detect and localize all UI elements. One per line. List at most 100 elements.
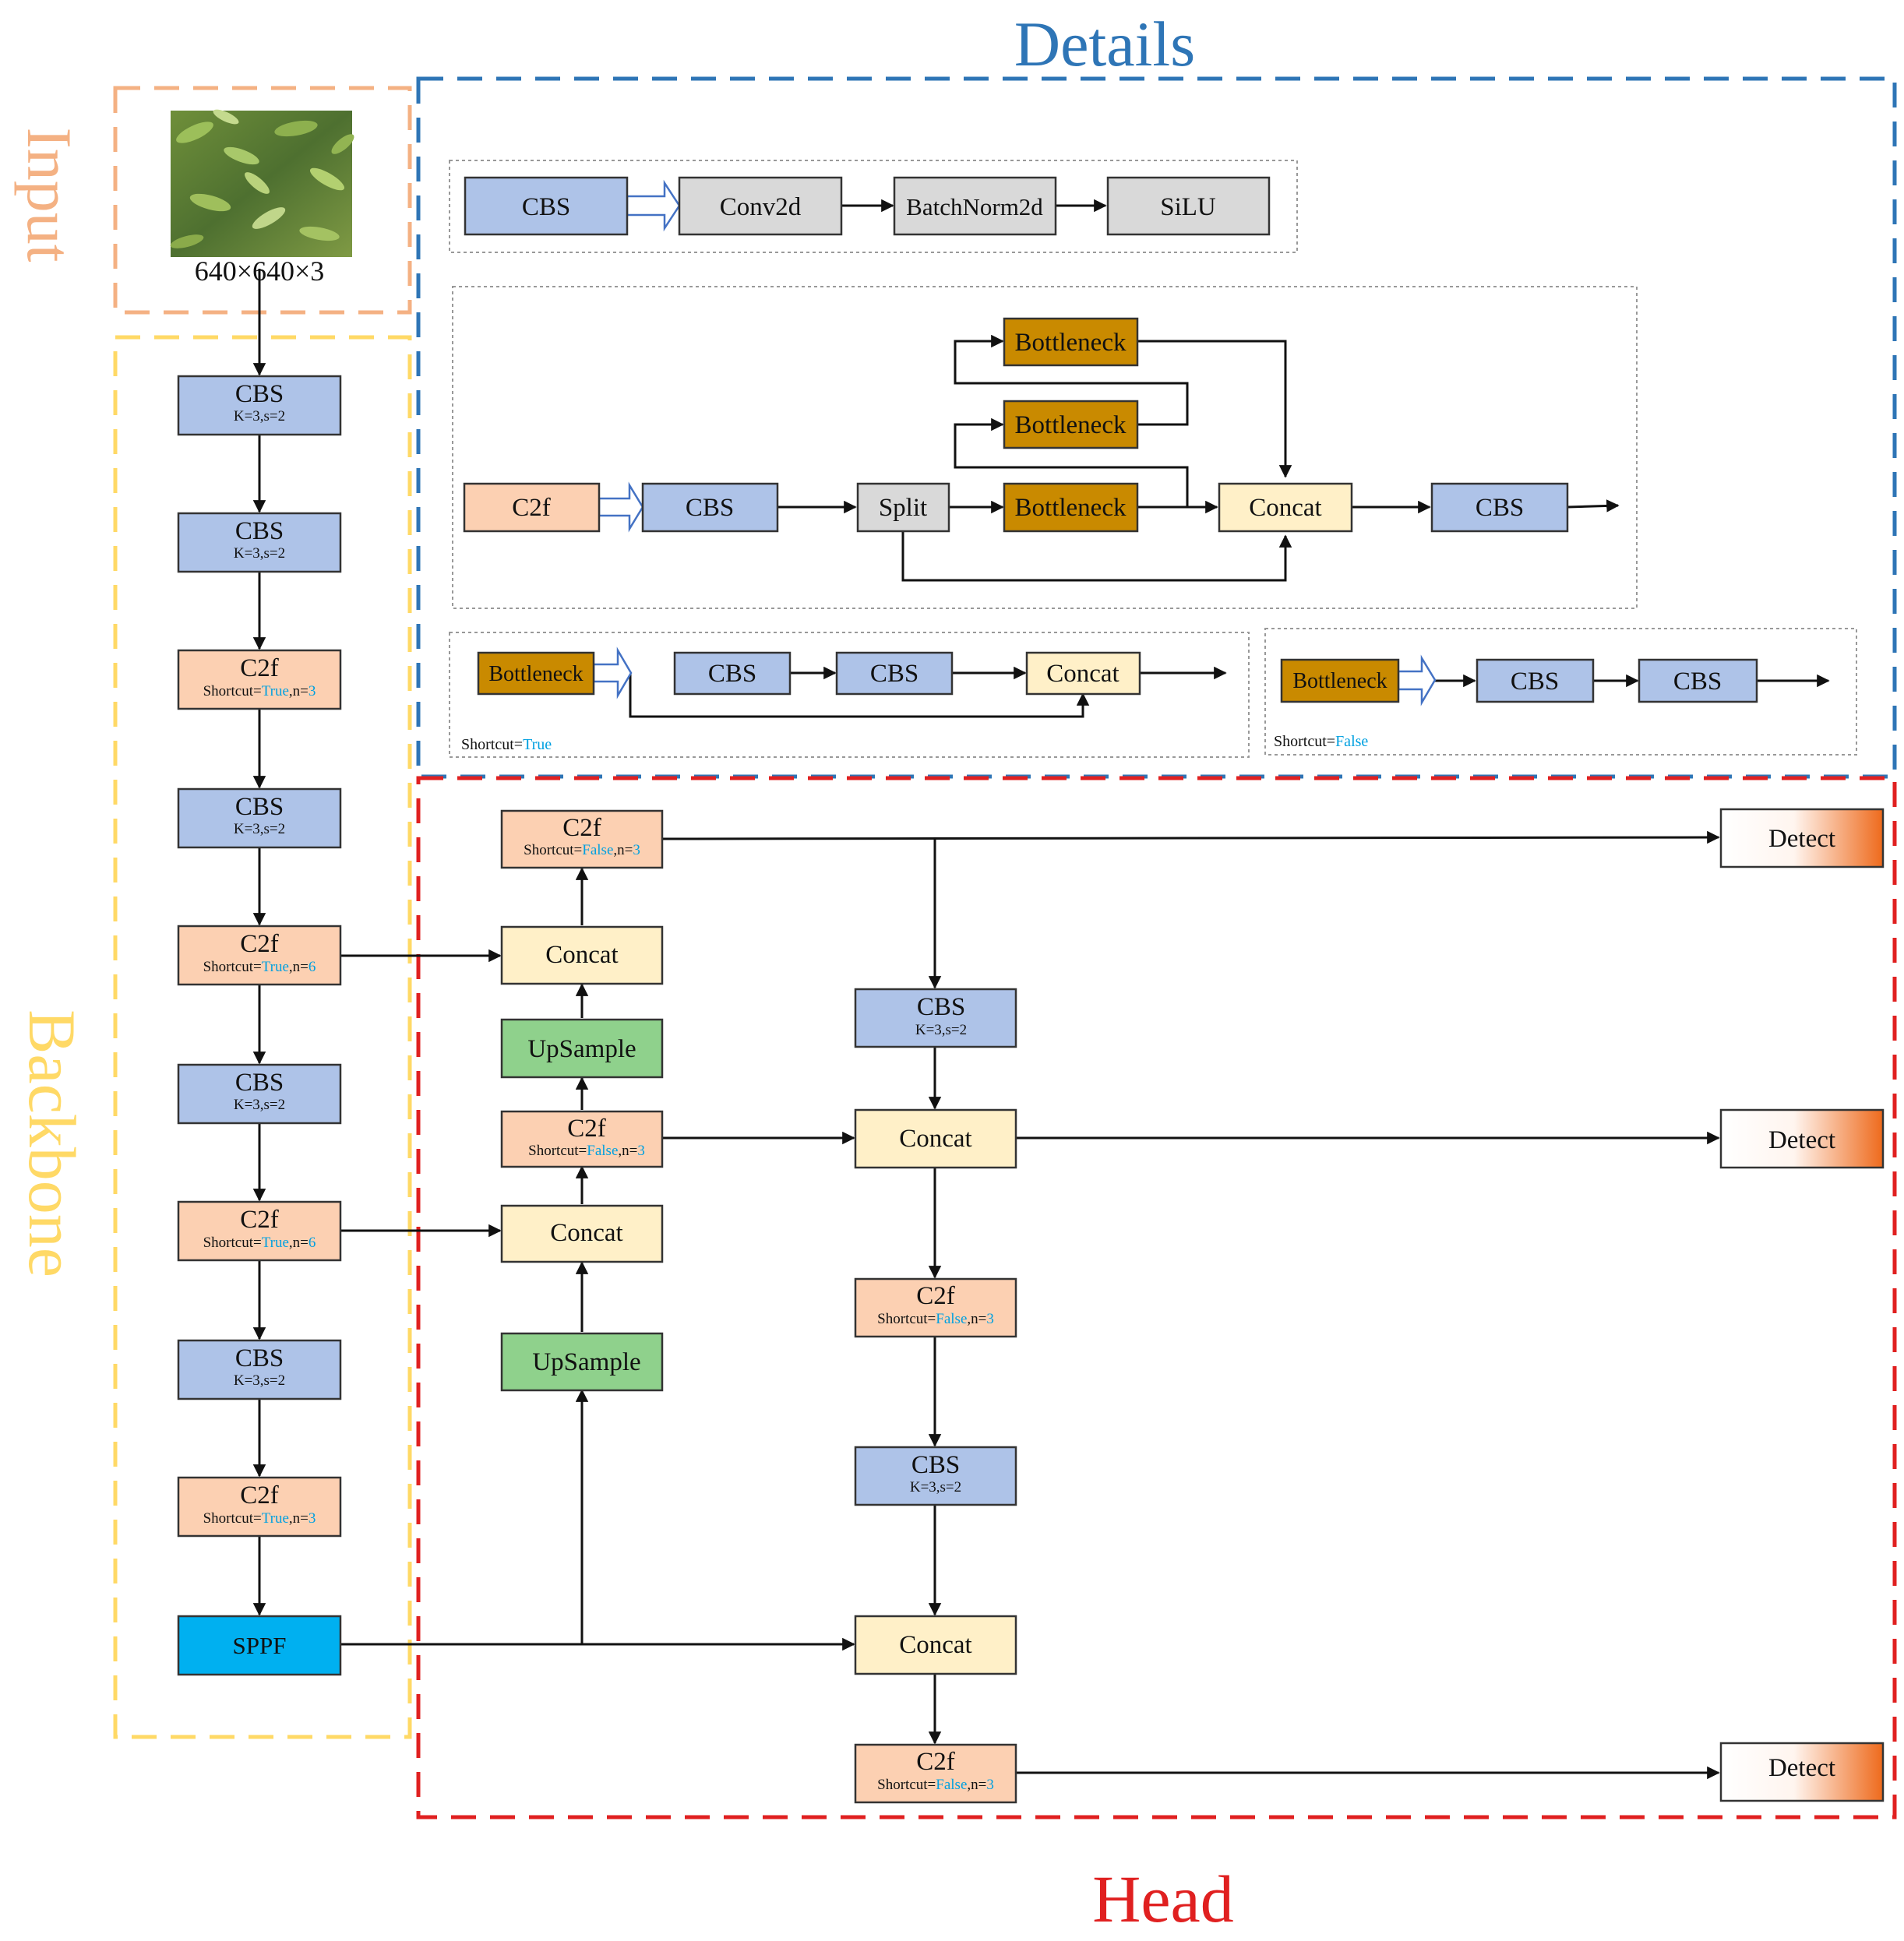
backbone-block-3-label: C2f: [240, 654, 279, 682]
detail-bn-true-cbs2-box: [835, 651, 954, 696]
input-title: Input: [14, 127, 85, 262]
backbone-block-2: [177, 512, 342, 573]
detail-c2f-cbs-in-label: CBS: [686, 494, 734, 522]
detail-bn-true-cbs2-label: CBS: [870, 660, 919, 688]
head-mid-cbs-bottom-params: K=3,s=2: [910, 1479, 961, 1495]
detail-c2f-cbs-in-box: [641, 482, 779, 533]
backbone-block-9-params: Shortcut=True,n=3: [203, 1510, 316, 1527]
head-mid-c2f-bottom-label: C2f: [916, 1748, 955, 1776]
backbone-block-4-label: CBS: [235, 793, 284, 821]
detail-split-box: [856, 482, 950, 533]
detail-c2f-box: [463, 482, 601, 533]
backbone-block-3: [177, 649, 342, 710]
detail-bn-true-concat-box: [1025, 651, 1141, 696]
head-left-concat-bottom: [500, 1204, 664, 1263]
head-left-c2f-mid-label: C2f: [567, 1115, 606, 1143]
head-mid-c2f-mid-label: C2f: [916, 1282, 955, 1310]
head-left-upsample-top-label: UpSample: [527, 1035, 636, 1063]
head-left-upsample-bottom: [500, 1332, 664, 1392]
backbone-block-8-params: K=3,s=2: [234, 1372, 285, 1389]
detail-bn-true-note: Shortcut=True: [461, 736, 552, 753]
head-mid-concat-top: [854, 1108, 1017, 1169]
backbone-sppf-block: [177, 1615, 342, 1676]
backbone-block-8: [177, 1339, 342, 1400]
input-image: [170, 109, 354, 257]
detail-c2f-concat-label: Concat: [1249, 494, 1321, 522]
hollow-arrows: [592, 179, 1437, 706]
detail-c2f-cbs-out-box: [1430, 482, 1569, 533]
backbone-sppf-label: SPPF: [233, 1632, 287, 1659]
detail-bottleneck-mid-box: [1003, 400, 1139, 449]
head-mid-cbs-bottom: [854, 1446, 1017, 1506]
head-mid-cbs-top-params: K=3,s=2: [915, 1022, 967, 1038]
detect-head-2: [1719, 1108, 1885, 1169]
head-left-upsample-top: [500, 1018, 664, 1079]
details-bn-false-frame: [1264, 628, 1857, 756]
detail-conv2d-box: [678, 176, 843, 236]
detail-bn-false-bottleneck-label: Bottleneck: [1292, 669, 1387, 693]
detail-conv2d-label: Conv2d: [720, 193, 802, 221]
detect-heads: Detect Detect Detect: [1719, 808, 1885, 1802]
backbone-block-9: [177, 1476, 342, 1538]
detail-bottleneck-top-box: [1003, 317, 1139, 367]
backbone-block-7-params: Shortcut=True,n=6: [203, 1235, 316, 1251]
backbone-block-2-label: CBS: [235, 517, 284, 545]
backbone-block-5-label: C2f: [240, 930, 279, 958]
head-mid-c2f-bottom: [854, 1743, 1017, 1804]
detail-bn-false-cbs2-box: [1638, 658, 1758, 703]
head-mid-c2f-mid-params: Shortcut=False,n=3: [877, 1311, 994, 1327]
details-title: Details: [1014, 9, 1195, 79]
backbone-block-3-params: Shortcut=True,n=3: [203, 683, 316, 699]
head-left-c2f-top-label: C2f: [562, 814, 601, 842]
detail-bn-true-cbs1-box: [673, 651, 792, 696]
head-left-column: C2f Shortcut=False,n=3 Concat UpSample C…: [500, 809, 664, 1392]
connectors: [252, 199, 1830, 1780]
head-mid-cbs-top: [854, 988, 1017, 1048]
backbone-block-6: [177, 1063, 342, 1125]
backbone-title: Backbone: [15, 1009, 90, 1277]
detail-bn-true-concat-label: Concat: [1046, 660, 1119, 688]
head-left-concat-top-label: Concat: [545, 941, 618, 969]
head-left-concat-top: [500, 925, 664, 985]
head-mid-c2f-mid: [854, 1277, 1017, 1338]
head-mid-c2f-bottom-params: Shortcut=False,n=3: [877, 1777, 994, 1793]
head-left-concat-bottom-label: Concat: [550, 1219, 622, 1247]
head-mid-concat-bottom: [854, 1615, 1017, 1675]
detect-head-3-label: Detect: [1768, 1754, 1835, 1782]
detail-bn-true-cbs1-label: CBS: [708, 660, 756, 688]
detail-bn-false-cbs2-label: CBS: [1673, 668, 1722, 696]
detail-batchnorm-label: BatchNorm2d: [906, 193, 1043, 220]
head-mid-cbs-bottom-label: CBS: [911, 1451, 960, 1479]
head-mid-column: CBS K=3,s=2 Concat C2f Shortcut=False,n=…: [854, 988, 1017, 1804]
backbone-block-4-params: K=3,s=2: [234, 821, 285, 837]
backbone-section-frame: [113, 335, 412, 1739]
detail-cbs-label: CBS: [522, 193, 570, 221]
backbone-block-9-label: C2f: [240, 1481, 279, 1509]
head-left-c2f-mid-params: Shortcut=False,n=3: [528, 1143, 645, 1159]
detect-head-1: [1719, 808, 1885, 868]
detail-bn-false-cbs1-box: [1476, 658, 1595, 703]
head-left-upsample-bottom-label: UpSample: [532, 1348, 640, 1376]
detect-head-2-label: Detect: [1768, 1126, 1835, 1154]
backbone-block-4: [177, 787, 342, 849]
detail-c2f-label: C2f: [512, 494, 551, 522]
backbone-block-8-label: CBS: [235, 1344, 284, 1372]
detail-batchnorm-box: [893, 176, 1057, 236]
backbone-block-5: [177, 925, 342, 986]
detail-bottleneck-bot-label: Bottleneck: [1015, 494, 1127, 522]
backbone-block-7: [177, 1200, 342, 1262]
backbone-block-2-params: K=3,s=2: [234, 545, 285, 562]
detail-cbs-box: [464, 176, 629, 236]
details-c2f-frame: [452, 286, 1638, 609]
backbone-block-6-label: CBS: [235, 1069, 284, 1097]
detect-head-3: [1719, 1742, 1885, 1802]
head-mid-concat-bottom-label: Concat: [899, 1631, 971, 1659]
detail-c2f-concat-box: [1218, 482, 1353, 533]
detail-bn-false-note: Shortcut=False: [1274, 733, 1368, 750]
detail-bottleneck-bot-box: [1003, 482, 1139, 533]
details-bn-true-frame: [449, 632, 1250, 758]
detail-bn-false-cbs1-label: CBS: [1511, 668, 1559, 696]
detail-bottleneck-mid-label: Bottleneck: [1015, 411, 1127, 439]
head-left-c2f-top-params: Shortcut=False,n=3: [524, 842, 640, 858]
